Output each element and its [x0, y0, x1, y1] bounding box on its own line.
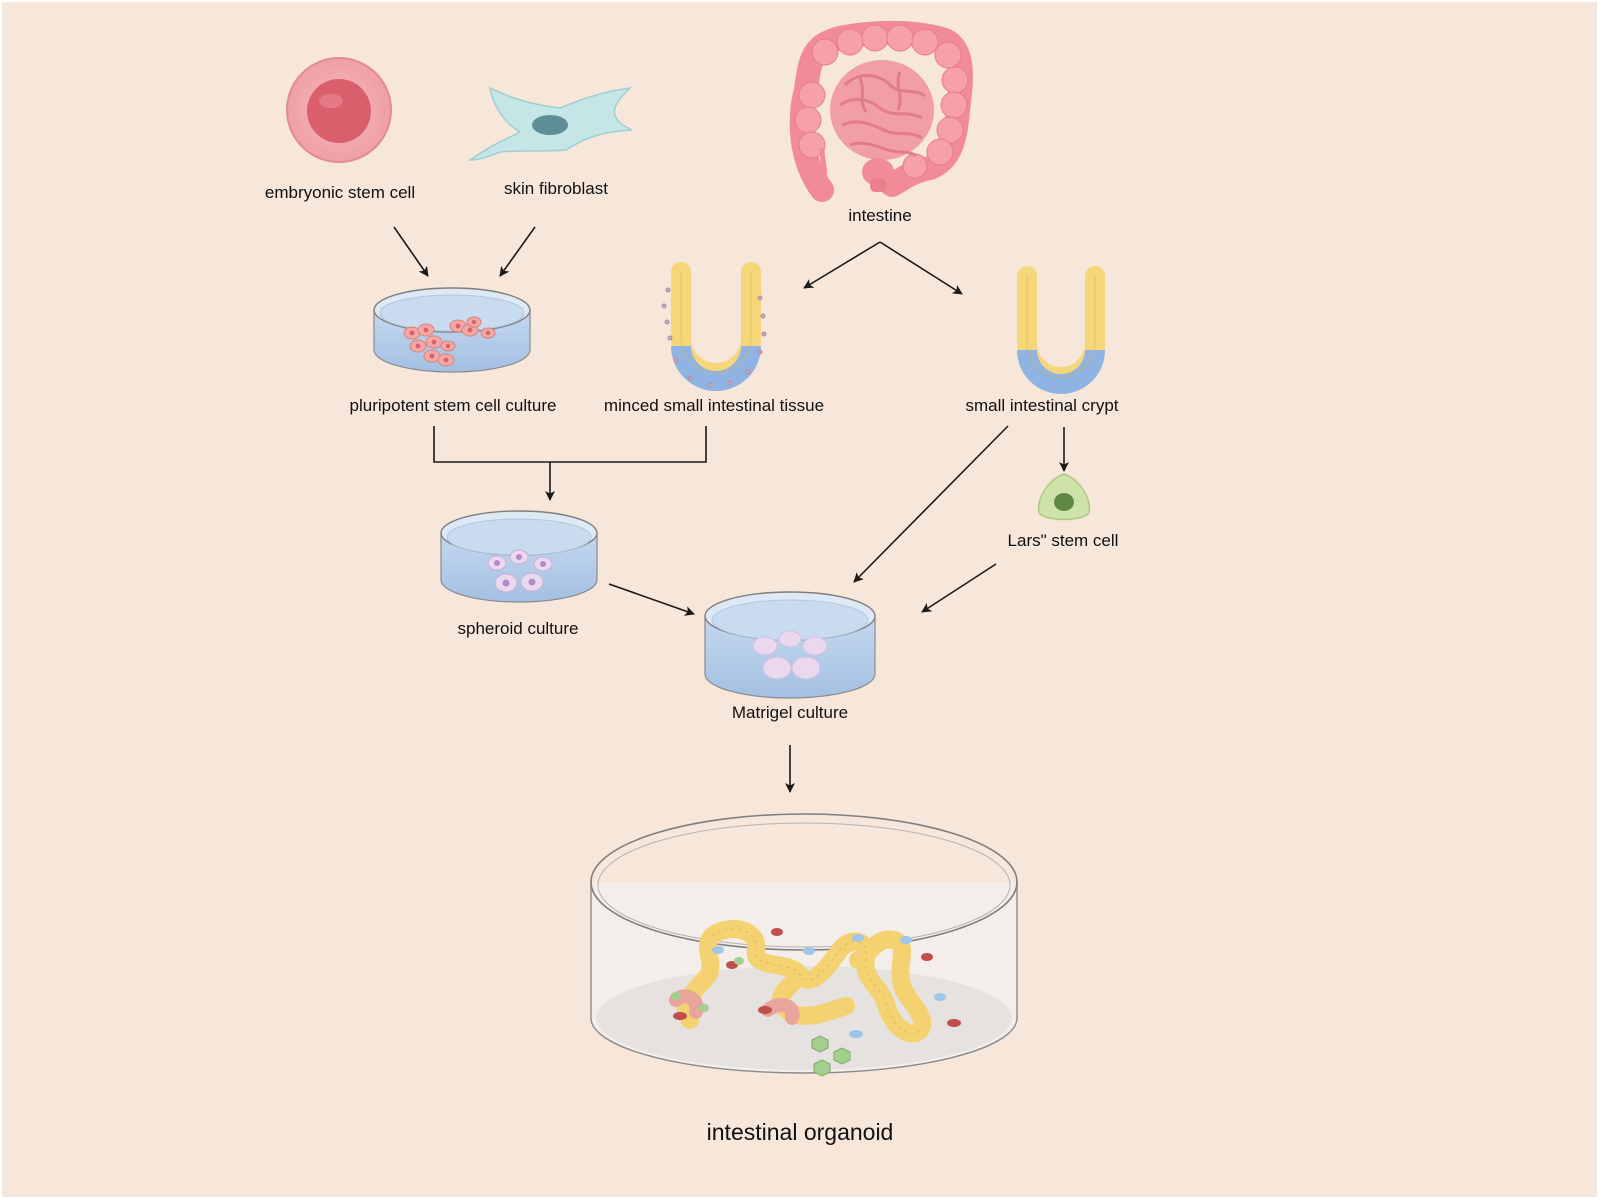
label-spheroid-culture: spheroid culture: [457, 619, 579, 638]
label-intestinal-organoid: intestinal organoid: [706, 1119, 894, 1145]
label-matrigel-culture: Matrigel culture: [731, 703, 849, 722]
petri-dish-icon: [440, 510, 598, 603]
crypt-icon: [661, 262, 767, 391]
petri-dish-icon: [704, 591, 876, 699]
petri-dish-icon: [373, 287, 531, 373]
lgr5-stem-cell-icon: [1037, 473, 1091, 521]
arrows: [393, 226, 1069, 793]
label-embryonic-stem-cell: embryonic stem cell: [264, 183, 416, 202]
embryonic-stem-cell-icon: [286, 57, 392, 163]
label-lgr5-stem-cell: Lars" stem cell: [1007, 531, 1119, 550]
label-minced-small-intestinal-tissue: minced small intestinal tissue: [603, 396, 825, 415]
crypt-icon: [1017, 266, 1105, 394]
label-pluripotent-stem-cell-culture: pluripotent stem cell culture: [349, 396, 557, 415]
fibroblast-icon: [467, 86, 633, 161]
intestine-icon: [789, 20, 973, 202]
organoid-dish-icon: [590, 813, 1018, 1077]
label-intestine: intestine: [848, 206, 912, 225]
label-small-intestinal-crypt: small intestinal crypt: [965, 396, 1119, 415]
label-skin-fibroblast: skin fibroblast: [504, 179, 608, 198]
